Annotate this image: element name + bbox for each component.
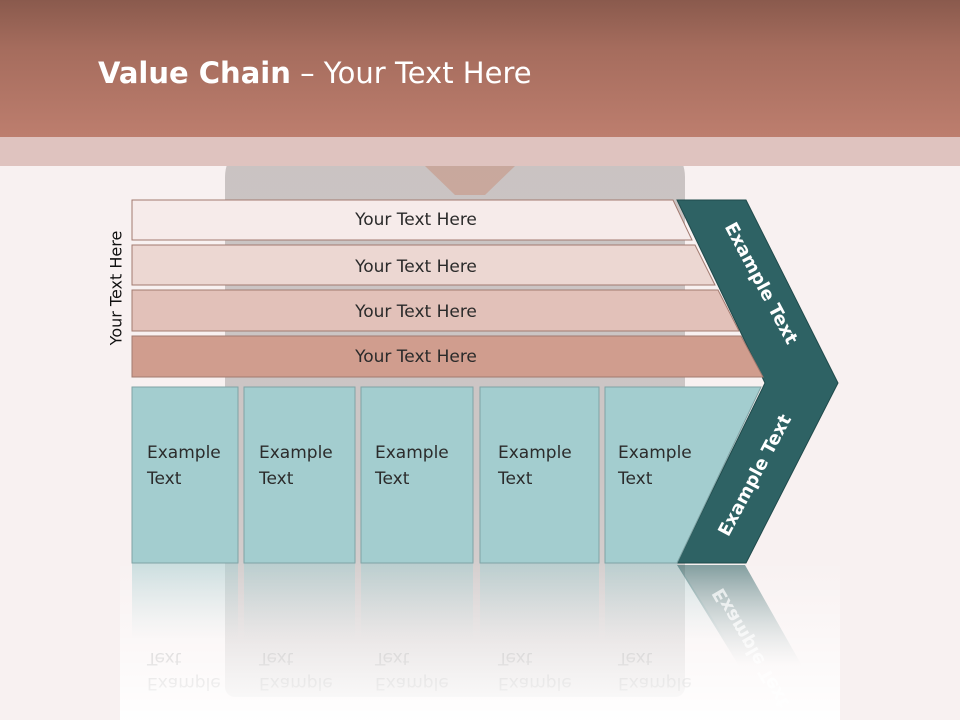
chevron-arrow [676, 199, 839, 564]
activity-box-3-line2: Text [374, 469, 410, 489]
activity-box-3-line1: Example [375, 443, 449, 463]
activity-box-5-line2: Text [617, 469, 653, 489]
support-bar-4-label: Your Text Here [354, 347, 477, 367]
activity-box-1 [131, 386, 239, 564]
header-stripe [0, 137, 960, 166]
slide-title: Value Chain – Your Text Here [98, 56, 532, 90]
activity-box-4-line1: Example [498, 443, 572, 463]
activity-box-3 [360, 386, 474, 564]
reflection-fade [120, 560, 840, 720]
activity-box-2 [243, 386, 356, 564]
support-bar-2-label: Your Text Here [354, 257, 477, 277]
support-bar-3 [131, 289, 740, 332]
header-band [0, 0, 960, 137]
activity-box-1-line1: Example [147, 443, 221, 463]
activity-box-5-line1: Example [618, 443, 692, 463]
support-bar-1-label: Your Text Here [354, 210, 477, 230]
activity-box-5 [604, 386, 762, 564]
support-bar-2 [131, 244, 716, 286]
activity-box-1-line2: Text [146, 469, 182, 489]
title-rest-part: – Your Text Here [290, 56, 532, 90]
activity-box-2-line1: Example [259, 443, 333, 463]
activity-box-2-line2: Text [258, 469, 294, 489]
support-bar-1 [131, 199, 693, 241]
support-bar-4 [131, 335, 764, 378]
support-bar-3-label: Your Text Here [354, 302, 477, 322]
activity-box-4 [479, 386, 600, 564]
reflection-group: Example Text Example Text Example Text E… [120, 560, 840, 720]
activity-box-4-line2: Text [497, 469, 533, 489]
title-bold-part: Value Chain [98, 56, 291, 90]
